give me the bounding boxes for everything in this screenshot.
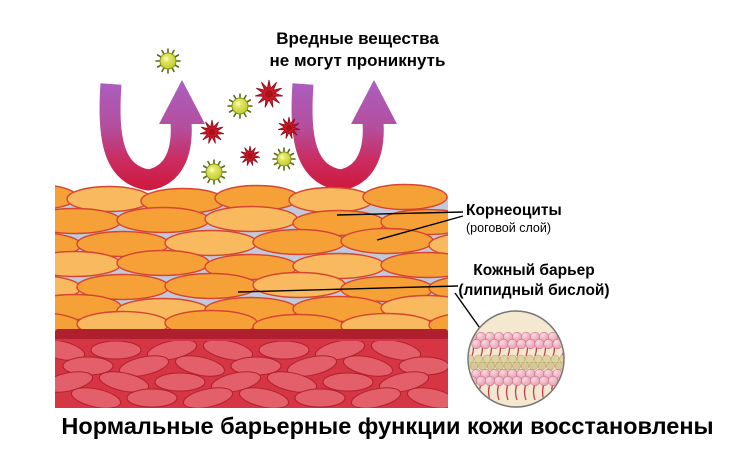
corneocytes-subtitle: (роговой слой) [466,221,551,235]
toxin-particle-icon [254,79,284,108]
microbe-icon [272,147,296,171]
harmful-substances [155,48,301,185]
corneocytes-title: Корнеоциты [466,202,562,219]
dermis-cells [55,341,448,408]
microbe-icon [227,93,253,119]
basal-band [55,329,448,341]
barrier-pointer-line-2 [454,292,483,332]
corneocyte-layer [55,183,448,332]
skin-cross-section [55,183,448,408]
corneocyte-pointer-line-1 [336,211,464,216]
top-caption-line2: не могут проникнуть [269,51,446,71]
toxin-particle-icon [277,116,301,139]
skin-barrier-line1: Кожный барьер [473,262,595,279]
top-caption: Вредные вещества не могут проникнуть [250,28,465,72]
lipid-bilayer-inset [467,310,565,408]
bounce-arrows [99,80,397,191]
bounce-arrow-right-icon [291,80,397,191]
barrier-pointer-line-1 [237,285,459,293]
toxin-particle-icon [199,119,225,144]
toxin-particle-icon [239,145,261,166]
skin-barrier-label: Кожный барьер (липидный бислой) [450,261,618,301]
bounce-arrow-left-icon [99,80,205,191]
microbe-icon [201,159,227,185]
microbe-icon [155,48,181,74]
lipid-bilayer-detail [469,331,563,401]
top-caption-line1: Вредные вещества [276,29,439,48]
corneocyte-pointer-line-2 [376,215,464,241]
inset-outline [467,310,565,408]
skin-barrier-line2: (липидный бислой) [458,281,610,299]
bottom-caption: Нормальные барьерные функции кожи восста… [61,413,714,439]
corneocytes-label: Корнеоциты (роговой слой) [466,202,562,235]
pointer-lines [237,211,483,332]
